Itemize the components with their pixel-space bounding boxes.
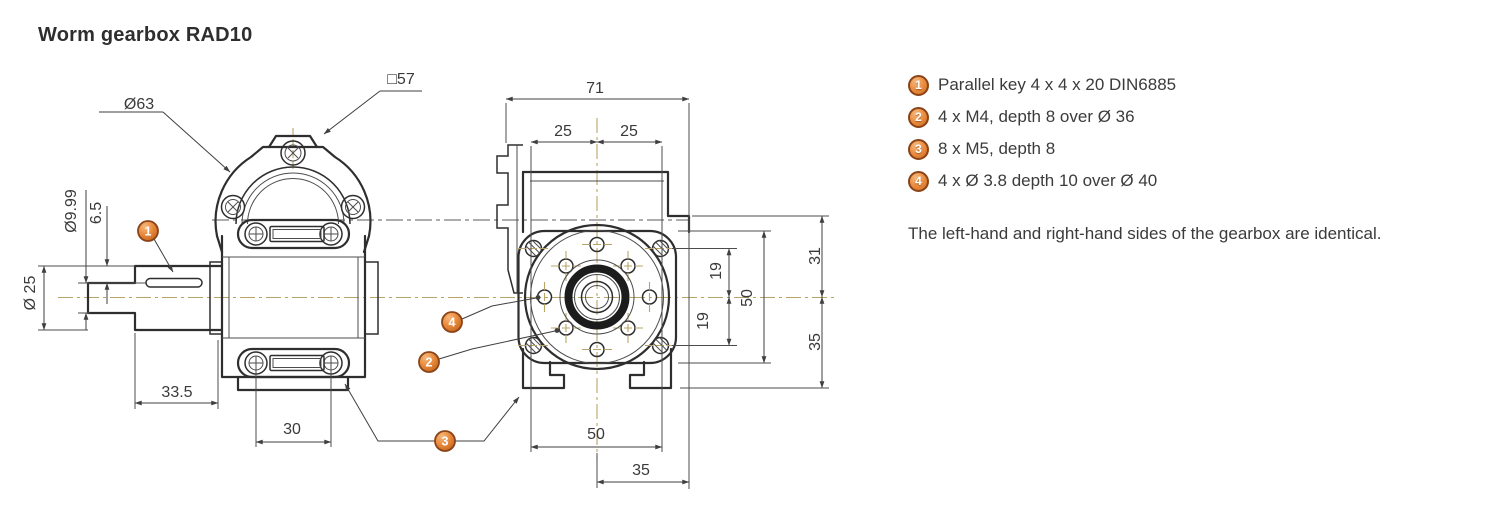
centerlines xyxy=(58,118,836,461)
parallel-key xyxy=(145,277,203,288)
top-slot-plate xyxy=(236,218,351,250)
legend-item-text: 8 x M5, depth 8 xyxy=(938,139,1056,158)
dim-w30-label: 30 xyxy=(283,421,301,438)
drawing-callouts: 1 4 2 3 xyxy=(137,220,560,452)
side-view xyxy=(86,134,379,392)
left-foot xyxy=(521,347,566,390)
bearing xyxy=(559,259,635,335)
callout-2-badge-icon: 2 xyxy=(908,106,929,128)
svg-text:1: 1 xyxy=(145,225,152,239)
dim-h31-label: 31 xyxy=(807,247,824,265)
legend-item: 3 8 x M5, depth 8 xyxy=(908,133,1176,165)
svg-text:4: 4 xyxy=(449,316,456,330)
dim-h35-label: 35 xyxy=(807,333,824,351)
dim-w35-label: 35 xyxy=(632,462,650,479)
dim-dia999-label: Ø9.99 xyxy=(63,189,80,233)
dim-h65-label: 6.5 xyxy=(88,202,105,224)
callout-1-badge-icon: 1 xyxy=(908,74,929,96)
cap-screw-icon xyxy=(280,140,306,166)
dim-h19t-label: 19 xyxy=(708,262,725,280)
callout-1-marker: 1 xyxy=(137,220,159,242)
dim-h50-label: 50 xyxy=(739,289,756,307)
dim-w50-label: 50 xyxy=(587,426,605,443)
callout-4-marker: 4 xyxy=(441,311,463,333)
front-view-dimensions: 71 25 25 19 19 50 31 xyxy=(505,80,829,489)
legend-item-text: Parallel key 4 x 4 x 20 DIN6885 xyxy=(938,75,1177,94)
dim-h19b-label: 19 xyxy=(695,312,712,330)
dim-w25r-label: 25 xyxy=(620,123,638,140)
legend-item: 2 4 x M4, depth 8 over Ø 36 xyxy=(908,101,1176,133)
dim-len335-label: 33.5 xyxy=(161,384,192,401)
dim-dia63-label: Ø63 xyxy=(124,96,154,113)
callout-4-badge-icon: 4 xyxy=(908,170,929,192)
dome-screw-icon xyxy=(220,194,366,220)
right-foot xyxy=(628,347,673,390)
legend-item: 1 Parallel key 4 x 4 x 20 DIN6885 xyxy=(908,69,1176,101)
legend-note: The left-hand and right-hand sides of th… xyxy=(908,224,1382,243)
legend-item: 4 4 x Ø 3.8 depth 10 over Ø 40 xyxy=(908,165,1176,197)
legend: 1 Parallel key 4 x 4 x 20 DIN6885 2 4 x … xyxy=(908,69,1176,197)
page-title: Worm gearbox RAD10 xyxy=(38,24,253,46)
legend-item-text: 4 x M4, depth 8 over Ø 36 xyxy=(938,107,1135,126)
callout-3-badge-icon: 3 xyxy=(908,138,929,160)
dim-dia25-label: Ø 25 xyxy=(22,276,39,311)
dim-sq57-label: □57 xyxy=(387,71,415,88)
callout-2-marker: 2 xyxy=(418,351,440,373)
bottom-slot-plate xyxy=(236,347,351,379)
svg-text:2: 2 xyxy=(426,356,433,370)
side-view-dimensions: Ø63 □57 Ø9.99 6.5 Ø 25 33.5 xyxy=(22,71,422,447)
callout-3-marker: 3 xyxy=(434,430,456,452)
front-view xyxy=(496,144,691,390)
legend-item-text: 4 x Ø 3.8 depth 10 over Ø 40 xyxy=(938,171,1158,190)
svg-text:3: 3 xyxy=(442,435,449,449)
dim-w71-label: 71 xyxy=(586,80,604,97)
dim-w25l-label: 25 xyxy=(554,123,572,140)
